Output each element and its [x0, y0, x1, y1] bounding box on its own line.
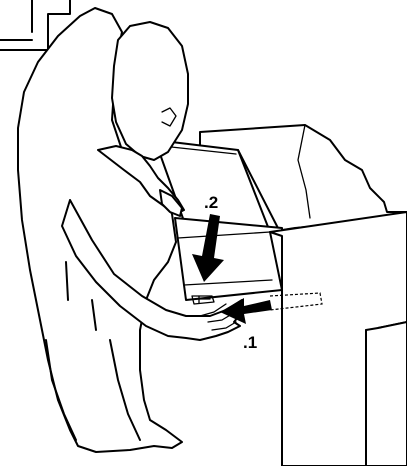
step-label-1: .1: [243, 333, 257, 352]
cabinet-side-panel: [270, 212, 407, 466]
step-label-2: .2: [204, 193, 218, 212]
